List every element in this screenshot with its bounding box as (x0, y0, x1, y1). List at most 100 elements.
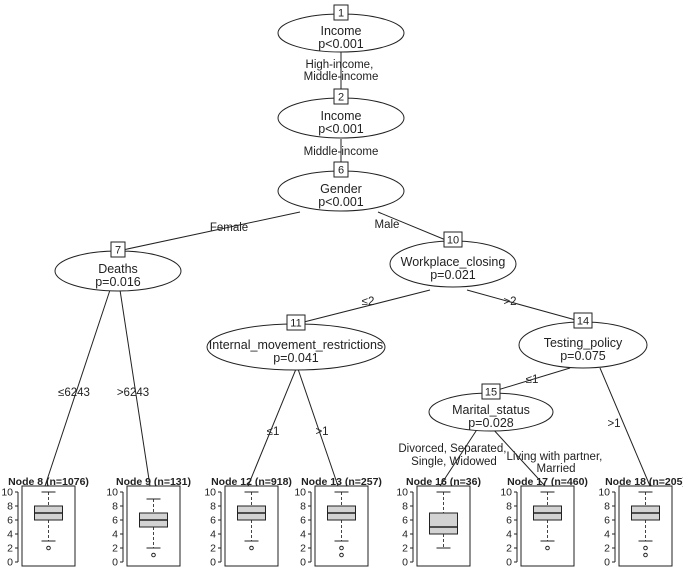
edge-6-10 (377, 211, 454, 244)
y-tick-label: 6 (402, 515, 408, 527)
terminal-node-label: Node 9 (n=131) (116, 476, 191, 488)
edge-label-14-15: ≤1 (526, 374, 539, 386)
y-tick-label: 2 (7, 543, 13, 555)
node-id: 2 (338, 92, 344, 104)
y-tick-label: 10 (500, 487, 512, 499)
node-pvalue: p<0.001 (318, 195, 364, 209)
edge-labels: High-income, Middle-income Middle-income… (58, 59, 621, 475)
edge-10-14 (466, 289, 584, 323)
edge-7-9 (119, 289, 151, 487)
edge-label-15-17-line-2: Married (537, 463, 576, 475)
y-tick-label: 4 (210, 529, 216, 541)
terminal-node-5: Node 16 (n=36) 0 2 4 6 8 10 (396, 476, 481, 569)
node-variable: Workplace_closing (401, 255, 506, 269)
node-id: 10 (447, 235, 459, 247)
edge-label-1-2-line-2: Middle-income (304, 71, 379, 83)
outlier-point (339, 545, 344, 551)
y-tick-label: 10 (204, 487, 216, 499)
y-tick-label: 4 (506, 529, 512, 541)
node-variable: Marital_status (452, 403, 530, 417)
terminal-node-label: Node 16 (n=36) (406, 476, 481, 488)
terminal-node-label: Node 12 (n=918) (211, 476, 292, 488)
y-tick-label: 2 (402, 543, 408, 555)
node-pvalue: p=0.075 (560, 349, 606, 363)
y-tick-label: 10 (1, 487, 13, 499)
y-tick-label: 8 (112, 501, 118, 513)
node-id: 7 (115, 245, 121, 257)
edge-label-1-2: High-income, Middle-income (304, 59, 379, 83)
y-tick-label: 4 (112, 529, 118, 541)
node-variable: Internal_movement_restrictions (209, 338, 383, 352)
y-tick-label: 8 (300, 501, 306, 513)
node-variable: Testing_policy (544, 336, 623, 350)
node-id: 1 (338, 8, 344, 20)
outlier-point (339, 552, 344, 558)
terminal-node-label: Node 13 (n=257) (301, 476, 382, 488)
y-tick-label: 2 (112, 543, 118, 555)
edge-label-15-17: Living with partner, Married (506, 451, 605, 475)
node-id-box (573, 312, 593, 329)
edge-label-7-8: ≤6243 (58, 387, 90, 399)
y-tick-label: 2 (506, 543, 512, 555)
y-tick-label: 6 (604, 515, 610, 527)
y-tick-label: 6 (210, 515, 216, 527)
y-tick-label: 0 (7, 557, 13, 569)
edge-label-15-16-line-2: Single, Widowed (411, 456, 497, 468)
y-tick-label: 6 (506, 515, 512, 527)
y-tick-label: 4 (300, 529, 306, 541)
y-tick-label: 10 (294, 487, 306, 499)
node-id: 14 (577, 316, 589, 328)
y-tick-label: 2 (210, 543, 216, 555)
edge-label-6-10: Male (375, 219, 400, 231)
y-tick-label: 6 (300, 515, 306, 527)
edge-label-15-16: Divorced, Separated, Single, Widowed (398, 443, 509, 468)
node-id: 11 (290, 318, 301, 330)
outlier-point (643, 552, 648, 558)
node-id-box (443, 231, 463, 248)
outlier-point (643, 545, 648, 551)
y-tick-label: 10 (396, 487, 408, 499)
y-tick-label: 0 (402, 557, 408, 569)
node-pvalue: p=0.016 (95, 275, 141, 289)
edge-label-2-6: Middle-income (304, 146, 379, 158)
node-id-box (286, 314, 306, 331)
outlier-point (249, 545, 254, 551)
y-tick-label: 4 (402, 529, 408, 541)
iqr-box (429, 512, 458, 535)
y-tick-label: 6 (7, 515, 13, 527)
y-tick-label: 0 (300, 557, 306, 569)
edge-14-18 (599, 367, 651, 487)
node-variable: Income (321, 24, 362, 38)
outlier-point (151, 552, 156, 558)
node-id-box (481, 383, 501, 400)
edge-15-17 (491, 427, 546, 487)
y-tick-label: 10 (106, 487, 118, 499)
node-id-box (333, 161, 349, 178)
inner-nodes: 1Incomep<0.0012Incomep<0.0016Genderp<0.0… (54, 4, 648, 432)
node-id: 6 (338, 165, 344, 177)
edge-7-8 (44, 289, 111, 487)
edge-11-13 (297, 368, 339, 487)
edge-label-10-11: ≤2 (362, 296, 375, 308)
edge-label-6-7: Female (210, 222, 248, 234)
node-pvalue: p<0.001 (318, 37, 364, 51)
y-tick-label: 10 (598, 487, 610, 499)
edge-label-7-9: >6243 (117, 387, 149, 399)
node-pvalue: p=0.028 (468, 416, 514, 430)
node-id-box (333, 88, 349, 105)
y-tick-label: 8 (402, 501, 408, 513)
edge-6-7 (117, 211, 301, 252)
node-variable: Deaths (98, 262, 138, 276)
node-id-box (333, 4, 349, 21)
node-id: 15 (485, 387, 497, 399)
y-tick-label: 0 (604, 557, 610, 569)
tree-edges (44, 51, 651, 487)
